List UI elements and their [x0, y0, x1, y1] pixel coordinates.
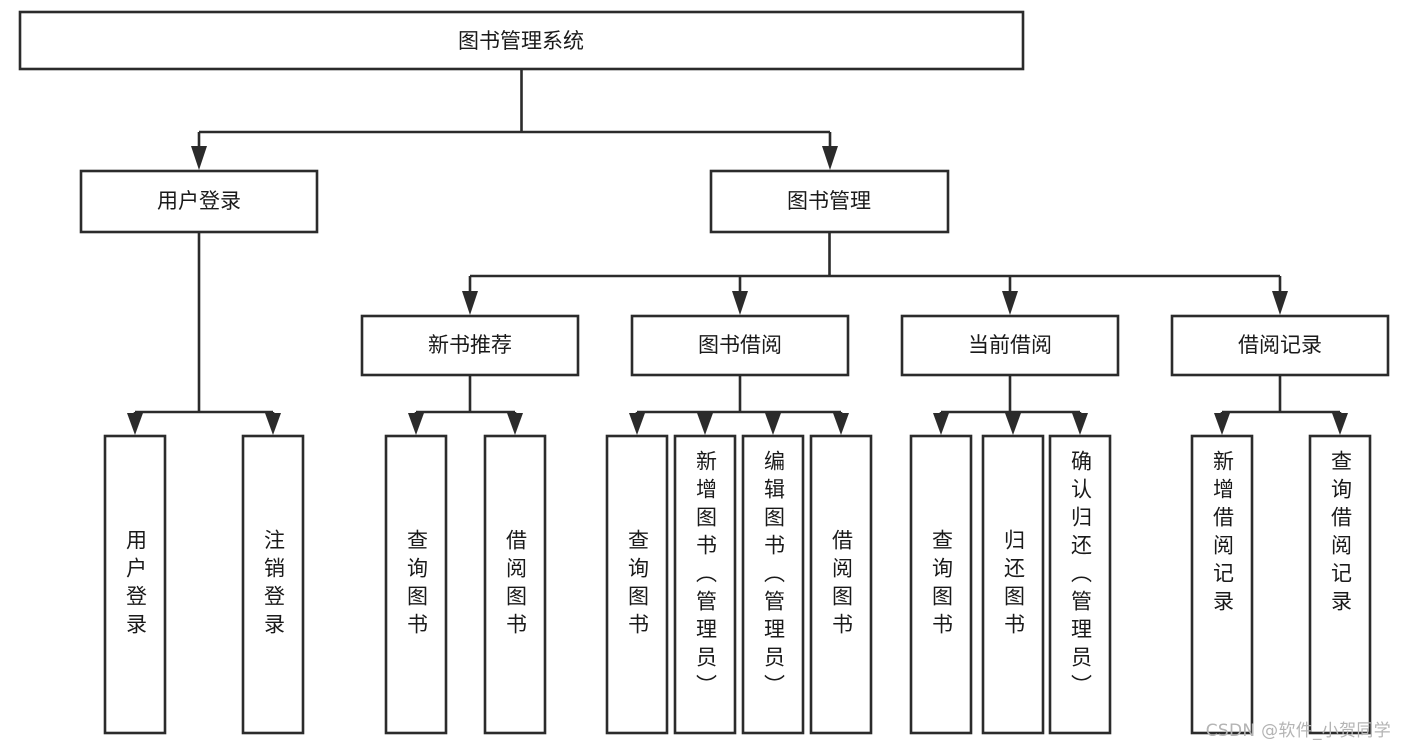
connector-bookmanage-bus	[468, 232, 1282, 301]
node-borrow-record-label: 借阅记录	[1238, 333, 1322, 357]
node-leaf-borrow-book-2-box[interactable]	[809, 434, 873, 735]
node-current-borrow[interactable]: 当前借阅	[900, 314, 1120, 377]
node-book-borrow-label: 图书借阅	[698, 333, 782, 357]
connector-root-bus	[197, 69, 832, 157]
connector-borrowrecord-bus	[1220, 375, 1342, 422]
node-user-login[interactable]: 用户登录	[79, 169, 319, 234]
node-root-label: 图书管理系统	[458, 29, 584, 53]
node-leaf-return-book-box[interactable]	[981, 434, 1045, 735]
arrow-to-leaf-query-record	[1332, 413, 1348, 435]
node-user-login-label: 用户登录	[157, 189, 241, 213]
node-book-borrow[interactable]: 图书借阅	[630, 314, 850, 377]
node-book-borrow-box[interactable]	[630, 314, 850, 377]
node-book-manage-box[interactable]	[709, 169, 950, 234]
connector-newbook-bus	[414, 375, 517, 422]
node-leaf-query-book-1-box[interactable]	[384, 434, 448, 735]
arrow-to-leaf-borrow-book-2	[833, 413, 849, 435]
node-new-book-rec-box[interactable]	[360, 314, 580, 377]
node-leaf-borrow-book-1-box[interactable]	[483, 434, 547, 735]
arrow-to-book-borrow	[732, 291, 748, 315]
node-leaf-user-login-box[interactable]	[103, 434, 167, 735]
arrow-to-leaf-borrow-book-1	[507, 413, 523, 435]
node-borrow-record-box[interactable]	[1170, 314, 1390, 377]
node-current-borrow-label: 当前借阅	[968, 333, 1052, 357]
node-new-book-rec[interactable]: 新书推荐	[360, 314, 580, 377]
connector-bookborrow-bus	[635, 375, 843, 422]
node-leaf-query-book-3-box[interactable]	[909, 434, 973, 735]
node-leaf-confirm-return-box[interactable]	[1048, 434, 1112, 735]
arrowhead-layer	[127, 146, 1348, 435]
arrow-to-new-book-rec	[462, 291, 478, 315]
node-book-manage[interactable]: 图书管理	[709, 169, 950, 234]
arrow-to-leaf-return-book	[1005, 413, 1021, 435]
node-current-borrow-box[interactable]	[900, 314, 1120, 377]
arrow-to-leaf-query-book-1	[408, 413, 424, 435]
node-leaf-query-record-box[interactable]	[1308, 434, 1372, 735]
node-user-login-box[interactable]	[79, 169, 319, 234]
node-new-book-rec-label: 新书推荐	[428, 333, 512, 357]
node-leaf-edit-book-box[interactable]	[741, 434, 805, 735]
node-leaf-query-book-2-box[interactable]	[605, 434, 669, 735]
arrow-to-leaf-query-book-3	[933, 413, 949, 435]
node-book-manage-label: 图书管理	[787, 189, 871, 213]
arrow-to-leaf-user-logout	[265, 413, 281, 435]
arrow-to-leaf-add-record	[1214, 413, 1230, 435]
arrow-to-borrow-record	[1272, 291, 1288, 315]
arrow-to-current-borrow	[1002, 291, 1018, 315]
arrow-to-book-manage	[822, 146, 838, 170]
arrow-to-leaf-edit-book	[765, 413, 781, 435]
arrow-to-leaf-query-book-2	[629, 413, 645, 435]
arrow-to-user-login	[191, 146, 207, 170]
connector-layer	[133, 69, 1342, 422]
arrow-to-leaf-confirm-return	[1072, 413, 1088, 435]
leaf-box-layer	[103, 434, 1372, 735]
node-leaf-add-book-box[interactable]	[673, 434, 737, 735]
connector-userlogin-bus	[133, 232, 275, 422]
arrow-to-leaf-add-book	[697, 413, 713, 435]
node-root-box[interactable]	[18, 10, 1025, 71]
node-root[interactable]: 图书管理系统	[18, 10, 1025, 71]
node-leaf-user-logout-box[interactable]	[241, 434, 305, 735]
arrow-to-leaf-user-login	[127, 413, 143, 435]
node-borrow-record[interactable]: 借阅记录	[1170, 314, 1390, 377]
node-leaf-add-record-box[interactable]	[1190, 434, 1254, 735]
